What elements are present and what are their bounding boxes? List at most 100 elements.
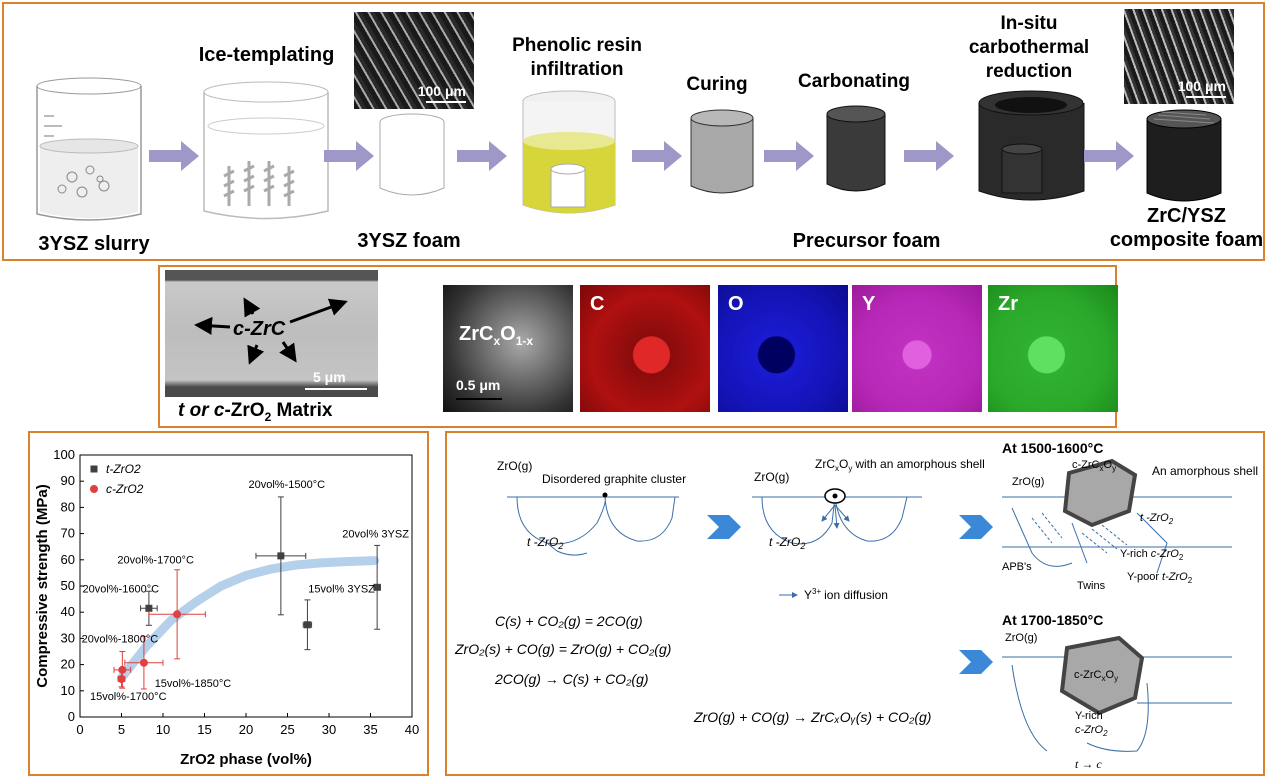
chart-annotation: 15vol% 3YSZ [308,584,375,596]
x-tick-label: 15 [197,722,211,737]
legend-marker-circle [90,485,98,493]
y-tick-label: 60 [61,552,75,567]
data-point-square [303,621,311,629]
sem-scale-bar-3 [305,388,367,390]
eds-map-label-c: C [590,293,605,315]
c-zrcxoy-o-2: O [1106,669,1115,681]
arrow-right-icon [324,141,374,171]
legend-marker-square [90,465,98,473]
c-zrcxoy-text-1: c-ZrC [1072,459,1100,471]
tem-scale-label: 0.5 μm [456,377,501,393]
x-tick-label: 0 [76,722,83,737]
y-tick-label: 40 [61,604,75,619]
sem-scale-label-2: 100 μm [1177,78,1226,94]
eds-map-label-o: O [728,293,744,315]
heading-1500: At 1500-1600°C [1002,440,1103,456]
step-label-slurry: 3YSZ slurry [38,233,150,255]
sem-cross-section: c-ZrC 5 μm [165,270,378,397]
sem-scale-bar-1 [426,101,466,103]
zro-gas-label-3: ZrO(g) [1012,476,1044,488]
y-rich-phase-2: c-ZrO2 [1075,724,1108,738]
x-tick-label: 20 [239,722,253,737]
eds-map-yttrium: Y [852,285,982,412]
zrcxoy-sub-x: x [835,464,839,473]
tem-label-o: O [500,323,516,345]
sem-caption-zro: -ZrO [224,400,265,421]
c-zrcxoy-sub-x-2: x [1102,674,1106,683]
mechanism-diagram: ZrO(g) Disordered graphite cluster t -Zr… [454,440,1258,771]
zrcxoy-core [832,493,838,499]
c-zrcxoy-sub-y-2: y [1114,674,1118,683]
step-label-ice-templating: Ice-templating [198,44,335,66]
chevron-right-icon [707,515,741,539]
sem-phase-label: c-ZrC [233,318,286,340]
chart-annotation: 20vol%-1500°C [248,479,325,491]
y-tick-label: 100 [53,447,75,462]
c-zrcxoy-label-2: c-ZrCxOy [1074,669,1118,683]
step-label-curing: Curing [686,74,748,95]
t-zro2-sub-3: 2 [1168,517,1174,526]
carbonated-cylinder [826,105,886,192]
data-point-circle [118,665,127,674]
y-tick-label: 90 [61,473,75,488]
tem-phase-label: ZrCxO1-x [459,323,533,348]
trend-curve [117,556,380,683]
x-axis-label: ZrO2 phase (vol%) [180,751,312,768]
y-rich-phase-text-2: c-ZrO [1075,724,1104,736]
zro-gas-label-4: ZrO(g) [1005,632,1037,644]
diffusion-arrows [821,504,850,529]
step-label-composite: ZrC/YSZ composite foam [1109,205,1264,251]
sem-image-composite: 100 μm [1124,9,1234,104]
y-tick-label: 0 [68,709,75,724]
sem-scale-label-1: 100 μm [417,83,466,99]
t-zro2-text-3: t -ZrO [1140,512,1169,524]
eds-map-zirconium: Zr [988,285,1118,412]
equation-2: ZrO₂(s) + CO(g) = ZrO(g) + CO₂(g) [454,641,671,657]
y3-sup: 3+ [812,587,821,596]
grains-2 [761,496,908,545]
heading-1700: At 1700-1850°C [1002,612,1103,628]
legend-label: t-ZrO2 [106,462,141,476]
sem-scale-bar-2 [1186,96,1226,98]
amorphous-shell-label: An amorphous shell [1152,464,1258,478]
tem-label-1x: 1-x [515,334,534,348]
data-point-circle [173,610,182,619]
legend-label: c-ZrO2 [106,482,144,496]
y-tick-label: 80 [61,499,75,514]
y-rich-sub-1: 2 [1179,553,1184,562]
data-point-square [277,552,285,560]
zrcxoy-sub-y: y [848,464,852,473]
graphite-cluster-label: Disordered graphite cluster [542,472,686,486]
y-rich-sub-2: 2 [1102,729,1108,738]
apbs-label: APB's [1002,561,1032,573]
mechanism-panel: ZrO(g) Disordered graphite cluster t -Zr… [445,431,1265,776]
sem-caption: t or c-ZrO2 Matrix [178,400,333,424]
step-label-precursor: Precursor foam [792,230,941,252]
data-point-square [373,583,381,591]
arrow-right-icon [149,141,199,171]
y-tick-label: 10 [61,683,75,698]
y3-tail: ion diffusion [824,588,888,602]
equation-1: C(s) + CO₂(g) = 2CO(g) [495,613,643,629]
twin-lines [1031,512,1128,554]
c-zrcxoy-sub-x-1: x [1100,464,1104,473]
y-tick-label: 30 [61,630,75,645]
arrow-right-icon [904,141,954,171]
sem-image-foam: 100 μm [354,12,474,109]
ice-templating-illustration [203,81,329,220]
t-zro2-text-1: t -ZrO [527,535,558,549]
t-zro2-label-3: t -ZrO2 [1140,512,1174,526]
chart-annotation: 20vol% 3YSZ [342,529,409,541]
resin-infiltration-illustration [522,90,616,214]
composite-cylinder [1146,109,1222,202]
c-zrcxoy-label-1: c-ZrCxOy [1072,459,1116,473]
chart-annotation: 20vol%-1700°C [117,555,194,567]
zrcxoy-o: O [839,457,848,471]
cured-cylinder [690,109,754,194]
tem-label-zrc: ZrC [459,323,494,345]
step-label-carbothermal: In-situ carbothermal reduction [968,13,1090,82]
x-tick-label: 10 [156,722,170,737]
data-point-circle [139,658,148,667]
step-label-resin: Phenolic resin infiltration [512,35,642,80]
